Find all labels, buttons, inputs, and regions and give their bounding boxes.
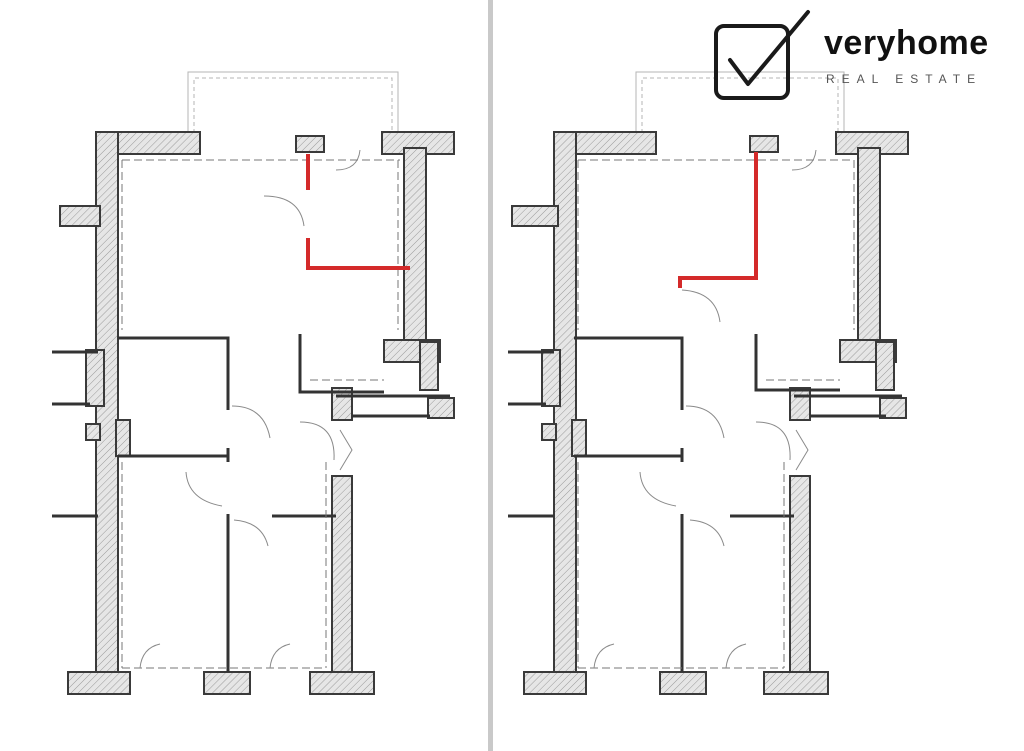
new-wall-highlight: [306, 154, 410, 270]
door-swings: [139, 149, 361, 669]
brand-name: veryhome: [824, 24, 989, 62]
balcony-outline: [187, 71, 399, 140]
new-wall-highlight: [678, 152, 758, 288]
brand-logo: veryhome REAL ESTATE: [712, 8, 1022, 108]
door-swings: [593, 149, 817, 669]
checkmark-icon: [728, 10, 810, 86]
exterior-walls: [59, 131, 455, 695]
interior-partitions: [52, 334, 450, 672]
floor-plan-before: [0, 0, 488, 751]
brand-tagline: REAL ESTATE: [826, 72, 983, 86]
floor-plan-drawing: [52, 71, 455, 695]
dashed-reference-lines: [577, 159, 855, 669]
interior-partitions: [508, 334, 902, 672]
floor-plan-drawing-after: [508, 71, 909, 695]
logo-checkbox-icon: [714, 24, 790, 100]
floor-plan-after: [494, 0, 1024, 751]
dashed-reference-lines: [121, 159, 400, 669]
exterior-walls: [511, 131, 909, 695]
panel-divider: [488, 0, 493, 751]
